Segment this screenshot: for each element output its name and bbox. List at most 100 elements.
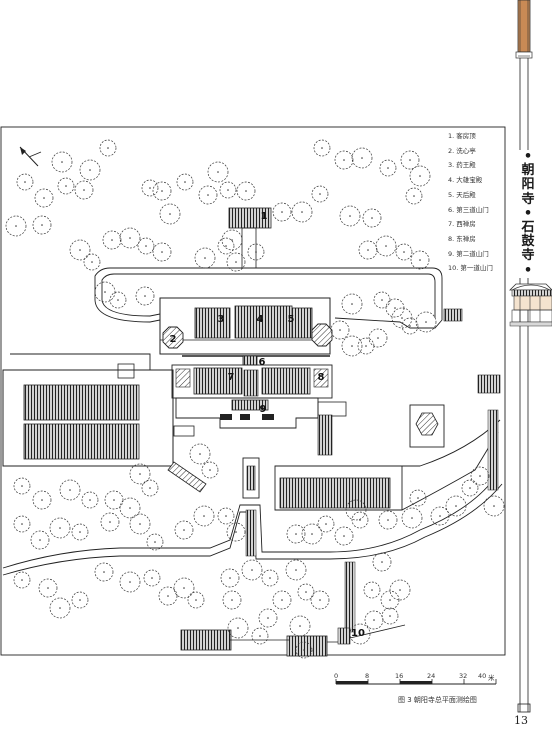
tree-canopy [32, 215, 52, 235]
tree-trunk [139, 523, 141, 525]
building-marker-6: 6 [259, 357, 266, 368]
legend-item: 5. 天后殿 [448, 190, 476, 199]
tree-canopy [71, 591, 89, 609]
tree-canopy [272, 590, 292, 610]
tree-canopy [380, 590, 400, 610]
tree-canopy [378, 510, 398, 530]
tree-canopy [372, 552, 392, 572]
west-complex-wall [2, 369, 174, 467]
tree-canopy [313, 139, 331, 157]
building-marker-2: 2 [170, 334, 177, 345]
tree-canopy [261, 569, 279, 587]
tree-trunk [129, 507, 131, 509]
tree-canopy [379, 159, 397, 177]
tree-canopy [400, 150, 420, 170]
tree-canopy [217, 507, 235, 525]
tree-canopy [297, 583, 315, 601]
tree-canopy [334, 150, 354, 170]
tree-trunk [321, 147, 323, 149]
tree-trunk [109, 521, 111, 523]
site-boundary [0, 126, 506, 656]
tree-canopy [135, 286, 155, 306]
tree-trunk [295, 533, 297, 535]
tree-canopy [363, 581, 381, 599]
tree-canopy [32, 490, 52, 510]
temple-illustration [509, 283, 552, 327]
octagon-plaza [409, 404, 445, 448]
tree-canopy [83, 253, 101, 271]
tree-canopy [143, 569, 161, 587]
building-marker-10: 10 [351, 628, 365, 639]
tree-canopy [119, 497, 141, 519]
tree-canopy [358, 240, 378, 260]
building-marker-3: 3 [218, 314, 225, 325]
tree-canopy [137, 237, 155, 255]
tree-canopy [51, 151, 73, 173]
tree-trunk [381, 561, 383, 563]
side-title-char: 鼓 [521, 234, 535, 250]
tree-trunk [161, 251, 163, 253]
tree-canopy [247, 243, 265, 261]
tree-canopy [362, 208, 382, 228]
tree-canopy [341, 293, 363, 315]
tree-canopy [461, 479, 479, 497]
tree-trunk [281, 211, 283, 213]
tree-trunk [259, 635, 261, 637]
tree-canopy [217, 237, 235, 255]
tree-trunk [21, 523, 23, 525]
tree-canopy [38, 578, 58, 598]
tree-canopy [272, 202, 292, 222]
tree-canopy [286, 524, 306, 544]
tree-canopy [357, 337, 375, 355]
tree-canopy [201, 461, 219, 479]
scale-tick-label: 16 [395, 672, 404, 680]
tree-trunk [65, 185, 67, 187]
tree-trunk [225, 245, 227, 247]
legend: 1. 客房顶 2. 洗心亭 3. 药王殿 4. 大雄宝殿 5. 天后殿 6. 第… [448, 129, 493, 276]
tree-trunk [149, 487, 151, 489]
tree-trunk [107, 147, 109, 149]
tree-trunk [129, 581, 131, 583]
tree-canopy [409, 165, 431, 187]
tree-trunk [144, 295, 146, 297]
tree-trunk [161, 190, 163, 192]
tree-trunk [387, 519, 389, 521]
tree-trunk [255, 251, 257, 253]
tree-canopy [339, 205, 361, 227]
tree-trunk [419, 175, 421, 177]
tree-trunk [343, 535, 345, 537]
tree-canopy [193, 505, 215, 527]
tree-trunk [113, 499, 115, 501]
tree-trunk [111, 239, 113, 241]
tree-canopy [373, 291, 391, 309]
tree-trunk [139, 473, 141, 475]
legend-item: 4. 大雄宝殿 [448, 176, 483, 185]
legend-item: 6. 第三道山门 [448, 205, 489, 214]
north-arrow-icon [19, 146, 42, 167]
tree-trunk [251, 569, 253, 571]
tree-trunk [351, 303, 353, 305]
tree-trunk [439, 515, 441, 517]
tree-trunk [267, 617, 269, 619]
legend-item: 1. 客房顶 [448, 132, 476, 140]
tree-trunk [104, 291, 106, 293]
tree-trunk [203, 515, 205, 517]
west-chan-room-roof [193, 367, 243, 395]
yaowang-hall-roof [194, 307, 231, 339]
scale-tick-label: 8 [365, 672, 370, 680]
tree-trunk [411, 517, 413, 519]
tree-trunk [154, 541, 156, 543]
tree-trunk [373, 619, 375, 621]
scale-bar [335, 679, 497, 685]
tree-trunk [394, 307, 396, 309]
tree-canopy [99, 139, 117, 157]
tree-canopy [159, 203, 181, 225]
tree-trunk [385, 245, 387, 247]
tree-canopy [176, 173, 194, 191]
tree-trunk [343, 159, 345, 161]
tree-canopy [226, 252, 246, 272]
side-title-char: • [523, 149, 533, 164]
tree-canopy [351, 147, 373, 169]
legend-item: 9. 第二道山门 [448, 249, 489, 258]
